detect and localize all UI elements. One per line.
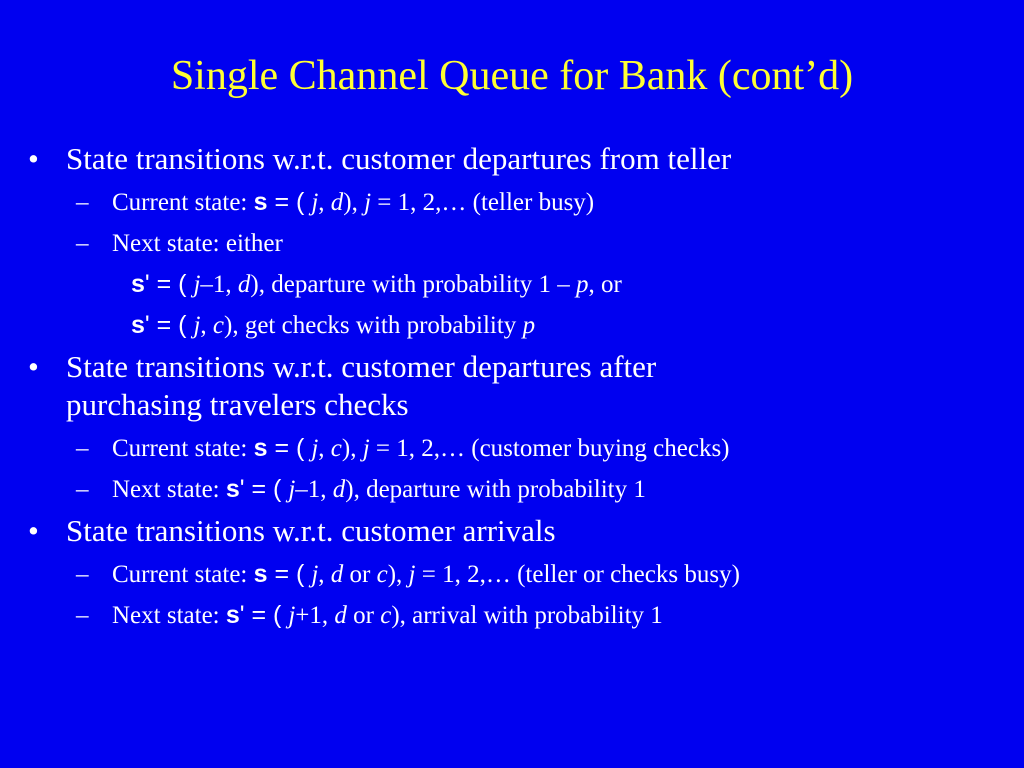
bullet-arrivals: • State transitions w.r.t. customer arri… [0, 512, 1024, 550]
sep: –1, [200, 271, 238, 298]
sep: –1, [295, 476, 333, 503]
var-c: c [330, 435, 342, 462]
var-d: d [334, 602, 347, 629]
bullet-text-continued: purchasing travelers checks [66, 387, 409, 422]
state-symbol: s [253, 560, 268, 588]
label: Next state: [112, 476, 226, 503]
equals: = ( [267, 188, 312, 216]
sep: , [318, 561, 331, 588]
bullet-text: State transitions w.r.t. customer depart… [66, 349, 657, 384]
var-j: j [311, 189, 319, 216]
var-c: c [380, 602, 392, 629]
var-j: j [288, 476, 296, 503]
sep: +1, [295, 602, 335, 629]
label: Next state: either [112, 230, 283, 257]
bullet-list: • State transitions w.r.t. customer depa… [0, 140, 1024, 632]
equals: = ( [267, 560, 312, 588]
equals: ' = ( [144, 270, 194, 298]
sep: , [318, 435, 331, 462]
dash-icon: – [76, 435, 89, 462]
var-d: d [330, 189, 344, 216]
bullet-icon: • [28, 349, 39, 384]
sep: ), [387, 561, 409, 588]
text: ), arrival with probability 1 [391, 602, 663, 629]
bullet-teller-departures: • State transitions w.r.t. customer depa… [0, 140, 1024, 178]
bullet-icon: • [28, 513, 39, 548]
var-j: j [193, 271, 201, 298]
tail: , or [588, 271, 622, 298]
subbullet-current-state: – Current state: s = ( j, d), j = 1, 2,…… [0, 186, 1024, 219]
subbullet-next-state: – Next state: s' = ( j–1, d), departure … [0, 473, 1024, 506]
state-symbol: s [131, 270, 145, 298]
sep: , [318, 189, 331, 216]
dash-icon: – [76, 230, 89, 257]
subbullet-next-state: – Next state: s' = ( j+1, d or c), arriv… [0, 599, 1024, 632]
next-state-option-checks: s' = ( j, c), get checks with probabilit… [0, 309, 1024, 342]
var-d: d [330, 561, 344, 588]
dash-icon: – [76, 476, 89, 503]
var-j: j [408, 561, 416, 588]
var-d: d [332, 476, 346, 503]
state-symbol: s [225, 475, 240, 503]
rest: = 1, 2,… (customer buying checks) [369, 435, 730, 462]
sep: ), [343, 189, 365, 216]
label: Current state: [112, 189, 254, 216]
equals: ' = ( [144, 311, 194, 339]
label: Current state: [112, 561, 254, 588]
bullet-text: State transitions w.r.t. customer arriva… [66, 513, 556, 548]
var-j: j [193, 312, 201, 339]
dash-icon: – [76, 189, 89, 216]
bullet-checks-departures: • State transitions w.r.t. customer depa… [0, 348, 1024, 424]
var-d: d [237, 271, 251, 298]
bullet-text: State transitions w.r.t. customer depart… [66, 141, 732, 176]
text: ), departure with probability 1 [345, 476, 646, 503]
subbullet-next-state: – Next state: either [0, 227, 1024, 260]
text: ), get checks with probability [224, 312, 523, 339]
subbullet-current-state: – Current state: s = ( j, c), j = 1, 2,…… [0, 432, 1024, 465]
var-p: p [522, 312, 536, 339]
equals: = ( [267, 434, 312, 462]
var-j: j [362, 435, 370, 462]
equals: ' = ( [239, 475, 289, 503]
rest: = 1, 2,… (teller busy) [371, 189, 595, 216]
sep: , [200, 312, 213, 339]
state-symbol: s [131, 311, 145, 339]
var-j: j [311, 561, 319, 588]
sep: ), [341, 435, 363, 462]
state-symbol: s [225, 601, 240, 629]
rest: = 1, 2,… (teller or checks busy) [415, 561, 740, 588]
label: Current state: [112, 435, 254, 462]
var-j: j [288, 602, 296, 629]
equals: ' = ( [239, 601, 289, 629]
label: Next state: [112, 602, 226, 629]
next-state-option-departure: s' = ( j–1, d), departure with probabili… [0, 268, 1024, 301]
or: or [346, 602, 381, 629]
var-j: j [311, 435, 319, 462]
var-p: p [576, 271, 589, 298]
state-symbol: s [253, 188, 268, 216]
slide-title: Single Channel Queue for Bank (cont’d) [170, 53, 854, 99]
dash-icon: – [76, 602, 89, 629]
text: ), departure with probability 1 – [250, 271, 577, 298]
dash-icon: – [76, 561, 89, 588]
or: or [343, 561, 377, 588]
var-c: c [376, 561, 388, 588]
state-symbol: s [253, 434, 268, 462]
var-c: c [212, 312, 225, 339]
var-j: j [364, 189, 372, 216]
subbullet-current-state: – Current state: s = ( j, d or c), j = 1… [0, 558, 1024, 591]
bullet-icon: • [28, 141, 39, 176]
